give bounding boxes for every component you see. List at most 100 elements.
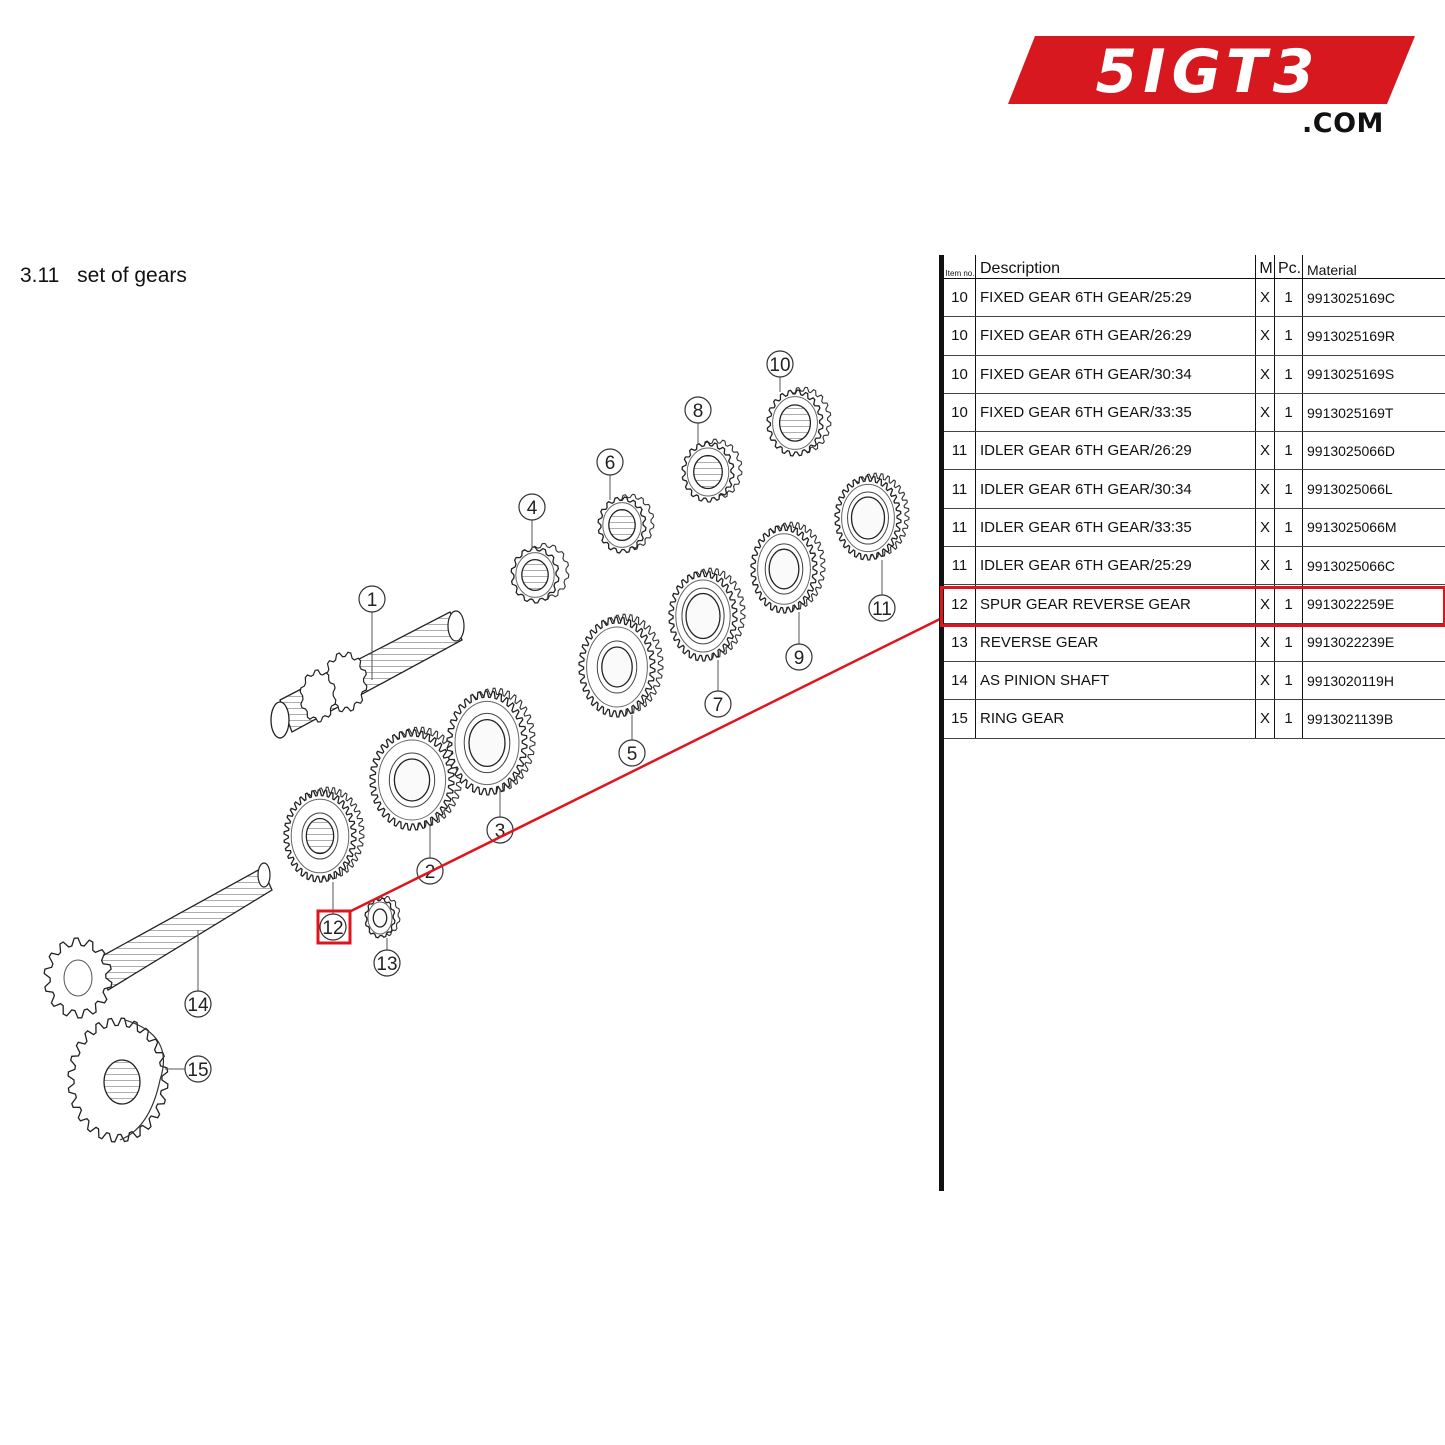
callout-label-10: 10 [769, 355, 790, 376]
callout-1: 1 [358, 585, 386, 613]
cell-item-no: 10 [944, 278, 976, 318]
callout-3: 3 [486, 816, 514, 844]
ring-gear-back [119, 1019, 164, 1141]
callout-6: 6 [596, 448, 624, 476]
callout-circle-11 [868, 594, 896, 622]
table-divider [939, 255, 944, 1191]
gear-5 [578, 613, 664, 718]
cell-material: 9913025169S [1302, 355, 1445, 394]
cell-m: X [1255, 316, 1275, 356]
callout-label-9: 9 [794, 648, 805, 669]
ring-gear [67, 1017, 169, 1143]
main-shaft-end [447, 610, 465, 642]
gear-9-hub [764, 543, 804, 595]
header-pc: Pc. [1274, 255, 1303, 279]
gear-12-hub [301, 812, 339, 860]
cell-m: X [1255, 508, 1275, 548]
cell-m: X [1255, 546, 1275, 586]
cell-m: X [1255, 393, 1275, 433]
gear-4 [510, 542, 570, 604]
cell-item-no: 10 [944, 316, 976, 356]
gear-12 [283, 786, 365, 883]
gear-11-rim [841, 483, 895, 553]
callout-label-13: 13 [376, 954, 397, 975]
cell-item-no: 11 [944, 469, 976, 509]
cell-material: 9913025066M [1302, 508, 1445, 548]
cell-item-no: 11 [944, 546, 976, 586]
highlight-connector-lower [348, 617, 941, 914]
gear-11-hub [847, 491, 889, 545]
header-material: Material [1302, 255, 1445, 279]
cell-pc: 1 [1274, 278, 1303, 318]
gear-4-bore [521, 558, 549, 592]
cell-description: RING GEAR [975, 699, 1256, 739]
cell-material: 9913025066D [1302, 431, 1445, 471]
gear-8-rim [686, 447, 730, 497]
callout-label-11: 11 [872, 599, 892, 620]
gear-9 [750, 521, 826, 614]
cell-m: X [1255, 661, 1275, 701]
callout-15: 15 [184, 1055, 212, 1083]
pinion-shaft [43, 862, 273, 1019]
callout-label-15: 15 [187, 1060, 208, 1081]
cell-m: X [1255, 355, 1275, 394]
gear-10-rim [772, 396, 818, 450]
callout-circle-15 [184, 1055, 212, 1083]
gear-13-bore [372, 908, 388, 928]
cell-description: FIXED GEAR 6TH GEAR/33:35 [975, 393, 1256, 433]
table-header-row: Item no. Description M Pc. Material [944, 255, 1445, 279]
cell-material: 9913022259E [1302, 584, 1445, 624]
gear-10-bore [778, 404, 812, 442]
callout-circle-4 [518, 493, 546, 521]
cell-m: X [1255, 278, 1275, 318]
cell-description: FIXED GEAR 6TH GEAR/26:29 [975, 316, 1256, 356]
gear-12-rim [290, 798, 350, 874]
cell-description: IDLER GEAR 6TH GEAR/25:29 [975, 546, 1256, 586]
callout-circle-6 [596, 448, 624, 476]
logo-banner [1008, 36, 1415, 104]
cell-material: 9913025169C [1302, 278, 1445, 318]
gear-6-bore [608, 508, 636, 542]
gear-11 [834, 472, 910, 561]
callouts: 123456789101112131415 [184, 350, 896, 1083]
gear-13-rim [367, 901, 393, 935]
cell-pc: 1 [1274, 508, 1303, 548]
callout-label-3: 3 [495, 821, 506, 842]
callout-label-6: 6 [605, 453, 616, 474]
gear-2-bore [393, 758, 431, 802]
highlight-overlay [316, 617, 941, 945]
callout-13: 13 [373, 949, 401, 977]
cell-pc: 1 [1274, 623, 1303, 662]
callout-label-12: 12 [322, 918, 343, 939]
callout-4: 4 [518, 493, 546, 521]
gear-7-rim [675, 579, 731, 653]
callout-10: 10 [766, 350, 794, 378]
gear-5-hub [596, 640, 638, 694]
callout-12-highlight-box [316, 909, 352, 945]
cell-description: AS PINION SHAFT [975, 661, 1256, 701]
gear-7-bore [685, 592, 721, 640]
gear-3-hub [463, 712, 511, 774]
logo-text: 5IGT3 [1096, 37, 1321, 107]
pinion-head-rim [63, 959, 93, 997]
gear-3-rim [454, 700, 520, 786]
callout-7: 7 [704, 690, 732, 718]
gear-8-bore [693, 454, 723, 490]
section-number: 3.11 [20, 264, 60, 287]
cell-pc: 1 [1274, 699, 1303, 739]
callout-circle-1 [358, 585, 386, 613]
cell-material: 9913025169T [1302, 393, 1445, 433]
cell-item-no: 15 [944, 699, 976, 739]
cell-material: 9913025066L [1302, 469, 1445, 509]
section-title: 3.11 set of gears [20, 264, 187, 288]
cell-pc: 1 [1274, 316, 1303, 356]
